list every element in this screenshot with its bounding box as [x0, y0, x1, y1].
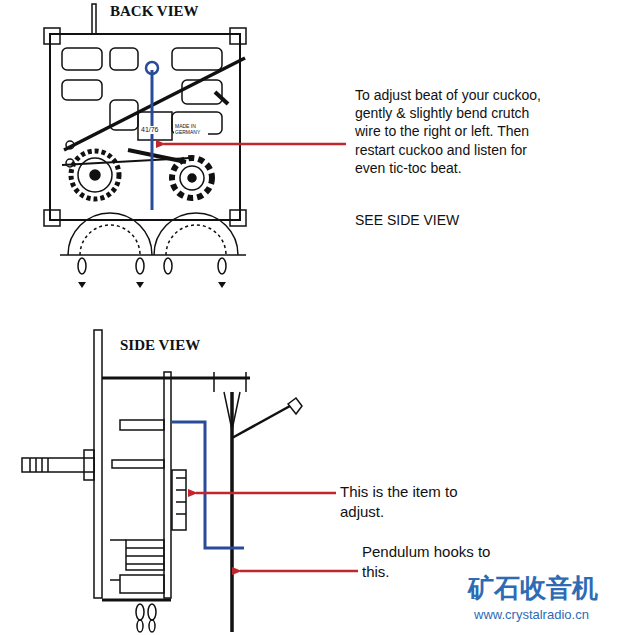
view-title: BACK VIEW [110, 2, 250, 22]
instruction-note: To adjust beat of your cuckoo, gently & … [355, 86, 545, 177]
view-title: SIDE VIEW [120, 336, 260, 356]
watermark: 矿石收音机 [468, 572, 636, 606]
reference-note: SEE SIDE VIEW [355, 211, 515, 229]
part-number: 41/76 [140, 126, 160, 134]
maker-mark: MADE IN GERMANY [174, 124, 208, 135]
callout-note: This is the item to adjust. [340, 482, 490, 521]
watermark-url: www.crystalradio.cn [474, 607, 636, 624]
